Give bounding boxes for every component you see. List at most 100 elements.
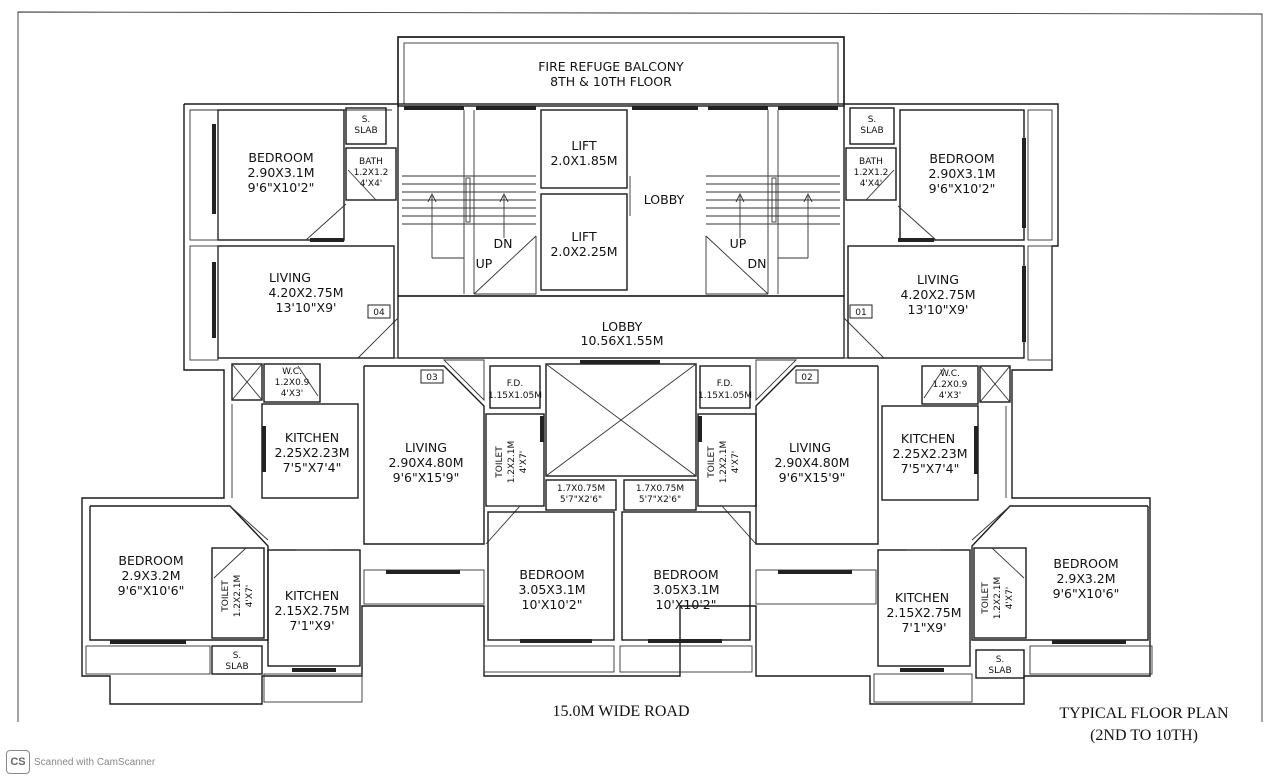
wc-04-size: 1.2X0.9	[275, 378, 310, 388]
bedroom-br-size-ft: 9'6"X10'6"	[1053, 586, 1120, 601]
s-slab-bl-l1: S.	[233, 651, 242, 661]
staircase-right: UP DN	[705, 110, 840, 295]
toilet-02-size: 1.2X2.1M	[719, 441, 729, 484]
flat-tag-01	[849, 304, 873, 319]
bedroom-01-size-ft: 9'6"X10'2"	[929, 181, 996, 196]
fd-03-label: F.D.	[507, 379, 523, 389]
bath-04-size-ft: 4'X4'	[360, 179, 383, 189]
toilet-br-size: 1.2X2.1M	[993, 577, 1003, 620]
living-02-label: LIVING	[789, 440, 831, 455]
s-slab-br-l1: S.	[996, 655, 1005, 665]
wc-01-size: 1.2X0.9	[933, 380, 968, 390]
bedroom-02-size-ft: 10'X10'2"	[656, 597, 717, 612]
kitchen-04-label: KITCHEN	[285, 430, 339, 445]
kitchen-br-size-ft: 7'1"X9'	[901, 620, 946, 635]
bedroom-02-label: BEDROOM	[653, 567, 718, 582]
bath-01-label: BATH	[859, 157, 883, 167]
lift-1-size: 2.0X1.85M	[550, 153, 617, 168]
bath-04	[345, 147, 397, 201]
camscanner-logo: CS	[6, 750, 30, 774]
s-slab-04-l1: S.	[362, 115, 371, 125]
bedroom-03-size-ft: 10'X10'2"	[522, 597, 583, 612]
duct-01	[979, 365, 1011, 403]
s-slab-01	[849, 107, 895, 145]
flat-tag-02-text: 02	[801, 373, 812, 383]
living-03-size: 2.90X4.80M	[388, 455, 463, 470]
stair-right-dn: DN	[748, 256, 767, 271]
kitchen-01-label: KITCHEN	[901, 431, 955, 446]
passage-02-size-ft: 5'7"X2'6"	[639, 495, 681, 505]
flat-tag-01-text: 01	[855, 308, 866, 318]
fd-02-size: 1.15X1.05M	[698, 391, 752, 401]
kitchen-04-size: 2.25X2.23M	[274, 445, 349, 460]
wc-04-label: W.C.	[282, 367, 302, 377]
toilet-br-label: TOILET	[981, 582, 991, 615]
living-01-size: 4.20X2.75M	[900, 287, 975, 302]
fd-02	[699, 365, 751, 409]
s-slab-01-l1: S.	[868, 115, 877, 125]
flat-tag-03-text: 03	[426, 373, 437, 383]
stair-left-up: UP	[476, 256, 493, 271]
toilet-bl-size-ft: 4'X7'	[245, 585, 255, 608]
passage-02-size: 1.7X0.75M	[636, 484, 684, 494]
passage-02	[623, 479, 697, 511]
toilet-02-label: TOILET	[707, 446, 717, 479]
s-slab-01-l2: SLAB	[860, 126, 883, 136]
kitchen-01-size: 2.25X2.23M	[892, 446, 967, 461]
flat-tag-02	[795, 369, 819, 384]
fire-refuge-label-1: FIRE REFUGE BALCONY	[538, 59, 684, 74]
bath-01-size: 1.2X1.2	[854, 168, 889, 178]
living-01-label: LIVING	[917, 272, 959, 287]
bath-04-label: BATH	[359, 157, 383, 167]
s-slab-br	[975, 649, 1025, 679]
bedroom-01-label: BEDROOM	[929, 151, 994, 166]
bath-01-size-ft: 4'X4'	[860, 179, 883, 189]
living-04-size-ft: 13'10"X9'	[276, 300, 337, 315]
sheet-border	[17, 11, 1263, 722]
lift-1-label: LIFT	[571, 138, 597, 153]
flat-tag-03	[420, 369, 444, 384]
living-04-size: 4.20X2.75M	[268, 285, 343, 300]
toilet-02-size-ft: 4'X7'	[731, 451, 741, 474]
flat-tag-04-text: 04	[373, 308, 385, 318]
flat-tag-04	[367, 304, 391, 319]
s-slab-04	[345, 107, 387, 145]
lobby-top-label: LOBBY	[644, 192, 685, 207]
kitchen-br-label: KITCHEN	[895, 590, 949, 605]
kitchen-01-size-ft: 7'5"X7'4"	[901, 461, 960, 476]
bedroom-04-size-ft: 9'6"X10'2"	[248, 180, 315, 195]
living-03-label: LIVING	[405, 440, 447, 455]
living-02-size: 2.90X4.80M	[774, 455, 849, 470]
wc-04	[263, 363, 321, 403]
lift-2-size: 2.0X2.25M	[550, 244, 617, 259]
living-02-size-ft: 9'6"X15'9"	[779, 470, 846, 485]
duct-04	[231, 363, 263, 401]
fd-03-size: 1.15X1.05M	[488, 391, 542, 401]
building-outline	[81, 36, 1151, 705]
fire-refuge-label-2: 8TH & 10TH FLOOR	[550, 74, 672, 89]
kitchen-bl-size: 2.15X2.75M	[274, 603, 349, 618]
toilet-bl-label: TOILET	[221, 580, 231, 613]
plan-subtitle: (2ND TO 10TH)	[1090, 727, 1198, 744]
lift-1	[540, 109, 628, 189]
s-slab-bl	[211, 645, 263, 675]
road-label: 15.0M WIDE ROAD	[552, 703, 689, 720]
toilet-03-size: 1.2X2.1M	[507, 441, 517, 484]
wc-01-size-ft: 4'X3'	[939, 391, 962, 401]
bedroom-br-label: BEDROOM	[1053, 556, 1118, 571]
camscanner-watermark: Scanned with CamScanner	[34, 757, 156, 768]
bedroom-04-label: BEDROOM	[248, 150, 313, 165]
stair-left-dn: DN	[494, 236, 513, 251]
bedroom-03-size: 3.05X3.1M	[518, 582, 585, 597]
bath-01	[845, 147, 897, 201]
living-04-label: LIVING	[269, 270, 311, 285]
toilet-03-size-ft: 4'X7'	[519, 451, 529, 474]
toilet-bl	[211, 547, 265, 639]
bedroom-03-label: BEDROOM	[519, 567, 584, 582]
bedroom-04-size: 2.90X3.1M	[247, 165, 314, 180]
fd-03	[489, 365, 541, 409]
living-03	[363, 365, 485, 545]
wc-01	[921, 365, 979, 405]
lobby-main-size: 10.56X1.55M	[581, 333, 664, 348]
